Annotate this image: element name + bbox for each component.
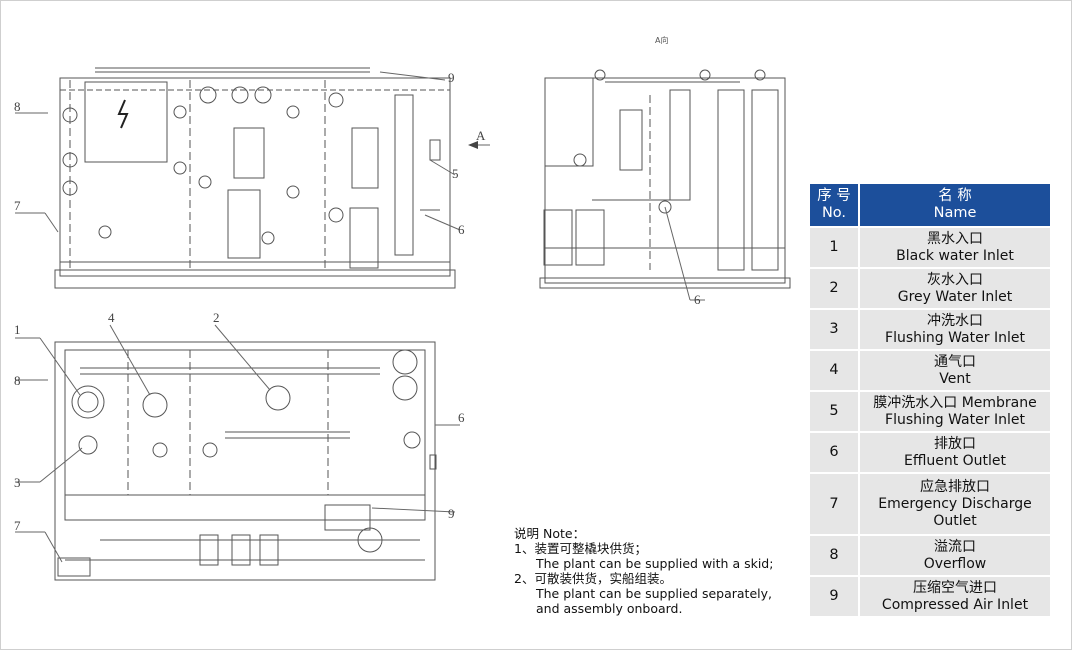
callout-6-top: 6 bbox=[458, 222, 465, 237]
view-title: A向 bbox=[655, 35, 668, 45]
callout-2: 2 bbox=[213, 310, 220, 325]
header-no-en: No. bbox=[821, 205, 847, 221]
side-view-a bbox=[539, 69, 791, 289]
front-elevation-view bbox=[54, 67, 456, 289]
note-2-en-2: and assembly onboard. bbox=[536, 601, 683, 616]
note-2-cn: 2、可散装供货，实船组装。 bbox=[514, 571, 672, 586]
legend-header-no: 序 号 No. bbox=[810, 184, 860, 228]
row-number: 6 bbox=[810, 433, 860, 474]
callout-9-bottom: 9 bbox=[448, 506, 455, 521]
row-number: 1 bbox=[810, 228, 860, 269]
header-name-en: Name bbox=[933, 205, 977, 221]
callout-7-bottom: 7 bbox=[14, 518, 21, 533]
row-number: 4 bbox=[810, 351, 860, 392]
callout-9-top: 9 bbox=[448, 70, 455, 85]
callout-5: 5 bbox=[452, 166, 459, 181]
callout-3: 3 bbox=[14, 475, 21, 490]
plan-view bbox=[54, 341, 437, 581]
legend-header-row: 序 号 No. 名 称 Name bbox=[810, 184, 1050, 228]
row-number: 8 bbox=[810, 536, 860, 577]
callout-4: 4 bbox=[108, 310, 115, 325]
note-1-cn: 1、装置可整橇块供货； bbox=[514, 541, 647, 556]
notes-block: 说明 Note： 1、装置可整橇块供货； The plant can be su… bbox=[514, 526, 804, 616]
notes-title: 说明 Note： bbox=[514, 526, 586, 541]
row-number: 9 bbox=[810, 577, 860, 618]
legend-header-name: 名 称 Name bbox=[860, 184, 1050, 228]
callout-8-bottom: 8 bbox=[14, 373, 21, 388]
callout-7-top: 7 bbox=[14, 198, 21, 213]
callout-6-side: 6 bbox=[694, 292, 701, 307]
callout-1: 1 bbox=[14, 322, 21, 337]
note-1-en: The plant can be supplied with a skid; bbox=[536, 556, 774, 571]
row-number: 5 bbox=[810, 392, 860, 433]
header-name-cn: 名 称 bbox=[938, 188, 972, 204]
callout-labels: 8 7 9 5 6 A A向 6 1 4 2 8 3 7 6 9 bbox=[14, 35, 701, 533]
view-arrow-label: A bbox=[476, 128, 486, 143]
note-2-en-1: The plant can be supplied separately, bbox=[536, 586, 772, 601]
header-no-cn: 序 号 bbox=[817, 188, 851, 204]
technical-drawing: 8 7 9 5 6 A A向 6 1 4 2 8 3 7 6 9 bbox=[14, 35, 791, 581]
leader-lines bbox=[15, 71, 705, 563]
row-number: 2 bbox=[810, 269, 860, 310]
row-number: 3 bbox=[810, 310, 860, 351]
row-number: 7 bbox=[810, 474, 860, 536]
callout-6-bottom: 6 bbox=[458, 410, 465, 425]
callout-8-top: 8 bbox=[14, 99, 21, 114]
